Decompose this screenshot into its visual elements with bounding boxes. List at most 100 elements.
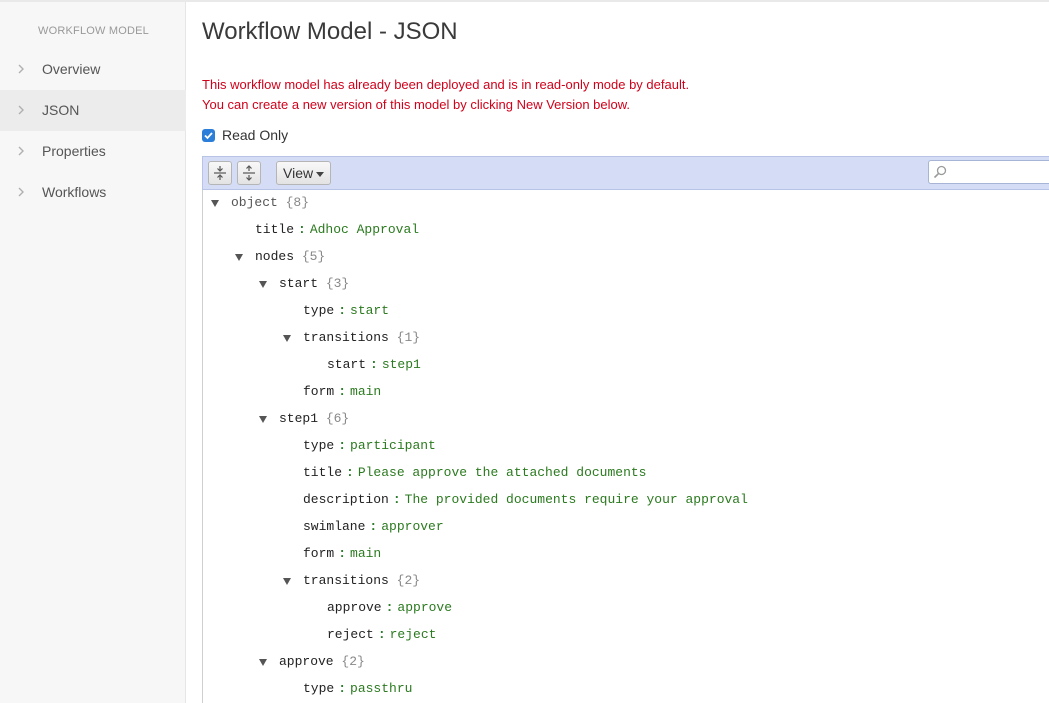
tree-key: title — [255, 222, 295, 237]
sidebar-item-label: Overview — [42, 61, 101, 77]
tree-node-start-transitions-start[interactable]: start:step1 — [327, 357, 421, 375]
tree-separator: : — [370, 357, 378, 372]
tree-separator: : — [369, 519, 378, 534]
expand-all-icon — [214, 166, 226, 180]
collapse-toggle-icon[interactable] — [283, 578, 291, 585]
main-content: Workflow Model - JSON This workflow mode… — [202, 0, 1049, 703]
search-icon — [933, 165, 947, 179]
tree-separator: : — [338, 681, 347, 696]
tree-count: {3} — [325, 276, 350, 291]
top-divider — [0, 0, 1049, 2]
tree-key: type — [303, 681, 335, 696]
view-menu-label: View — [283, 165, 314, 181]
tree-node-step1-title[interactable]: title:Please approve the attached docume… — [303, 465, 646, 483]
tree-key: object — [231, 195, 278, 210]
sidebar-item-overview[interactable]: Overview — [0, 49, 186, 90]
json-tree: object {8} title:Adhoc Approval nodes {5… — [202, 190, 1049, 703]
tree-value: participant — [350, 438, 436, 453]
tree-separator: : — [346, 465, 354, 480]
sidebar-item-label: Workflows — [42, 184, 107, 200]
tree-separator: : — [338, 546, 347, 561]
tree-value: The provided documents require your appr… — [404, 492, 748, 507]
read-only-label: Read Only — [222, 127, 289, 143]
tree-key: transitions — [303, 573, 389, 588]
tree-key: swimlane — [303, 519, 366, 534]
tree-value: step1 — [381, 357, 421, 372]
chevron-right-icon — [18, 187, 24, 197]
collapse-all-icon — [243, 165, 255, 181]
collapse-all-button[interactable] — [237, 161, 261, 185]
tree-node-step1-transitions-reject[interactable]: reject:reject — [327, 627, 436, 645]
tree-node-start-type[interactable]: type:start — [303, 303, 389, 321]
caret-down-icon — [316, 172, 324, 177]
tree-key: description — [303, 492, 389, 507]
tree-value: Please approve the attached documents — [357, 465, 647, 480]
search-box[interactable] — [928, 160, 1049, 184]
tree-key: type — [303, 303, 335, 318]
collapse-toggle-icon[interactable] — [259, 281, 267, 288]
tree-key: form — [303, 546, 335, 561]
collapse-toggle-icon[interactable] — [211, 200, 219, 207]
tree-node-start-form[interactable]: form:main — [303, 384, 381, 402]
tree-count: {1} — [396, 330, 421, 345]
tree-separator: : — [338, 438, 347, 453]
sidebar-item-json[interactable]: JSON — [0, 90, 186, 131]
tree-node-step1-form[interactable]: form:main — [303, 546, 381, 564]
tree-key: approve — [327, 600, 382, 615]
sidebar-item-label: Properties — [42, 143, 106, 159]
tree-key: transitions — [303, 330, 389, 345]
tree-count: {2} — [396, 573, 421, 588]
sidebar-item-properties[interactable]: Properties — [0, 131, 186, 172]
tree-key: start — [279, 276, 319, 291]
tree-key: approve — [279, 654, 334, 669]
tree-separator: : — [392, 492, 401, 507]
sidebar-item-label: JSON — [42, 102, 80, 118]
tree-value: main — [350, 384, 382, 399]
tree-key: reject — [327, 627, 374, 642]
tree-count: {5} — [301, 249, 326, 264]
tree-value: main — [350, 546, 382, 561]
checkmark-icon — [204, 132, 213, 140]
sidebar-item-workflows[interactable]: Workflows — [0, 172, 186, 213]
collapse-toggle-icon[interactable] — [259, 659, 267, 666]
search-input[interactable] — [951, 163, 1047, 181]
readonly-warning-line-2: You can create a new version of this mod… — [202, 97, 631, 112]
tree-key: step1 — [279, 411, 319, 426]
collapse-toggle-icon[interactable] — [235, 254, 243, 261]
tree-separator: : — [377, 627, 386, 642]
tree-value: approve — [397, 600, 453, 615]
sidebar-heading: WORKFLOW MODEL — [38, 25, 149, 37]
tree-count: {8} — [285, 195, 310, 210]
tree-node-step1-transitions-approve[interactable]: approve:approve — [327, 600, 452, 618]
tree-node-title[interactable]: title:Adhoc Approval — [255, 222, 419, 240]
tree-key: nodes — [255, 249, 295, 264]
tree-node-step1-type[interactable]: type:participant — [303, 438, 436, 456]
tree-node-approve-type[interactable]: type:passthru — [303, 681, 412, 699]
tree-key: type — [303, 438, 335, 453]
tree-count: {6} — [325, 411, 350, 426]
tree-key: title — [303, 465, 343, 480]
tree-separator: : — [338, 303, 347, 318]
tree-key: form — [303, 384, 335, 399]
tree-separator: : — [385, 600, 394, 615]
page-title: Workflow Model - JSON — [202, 18, 458, 45]
expand-all-button[interactable] — [208, 161, 232, 185]
tree-separator: : — [338, 384, 347, 399]
tree-key: start — [327, 357, 367, 372]
tree-separator: : — [298, 222, 306, 237]
collapse-toggle-icon[interactable] — [283, 335, 291, 342]
sidebar: WORKFLOW MODEL Overview JSON Properties … — [0, 2, 186, 703]
tree-node-step1-swimlane[interactable]: swimlane:approver — [303, 519, 444, 537]
tree-count: {2} — [341, 654, 365, 669]
tree-value: reject — [389, 627, 437, 642]
chevron-right-icon — [18, 146, 24, 156]
view-menu-button[interactable]: View — [276, 161, 331, 185]
chevron-right-icon — [18, 64, 24, 74]
tree-value: start — [350, 303, 390, 318]
readonly-warning-line-1: This workflow model has already been dep… — [202, 77, 690, 92]
read-only-checkbox[interactable] — [202, 129, 215, 142]
tree-value: approver — [381, 519, 444, 534]
tree-node-step1-description[interactable]: description:The provided documents requi… — [303, 492, 748, 510]
tree-value: passthru — [350, 681, 413, 696]
collapse-toggle-icon[interactable] — [259, 416, 267, 423]
